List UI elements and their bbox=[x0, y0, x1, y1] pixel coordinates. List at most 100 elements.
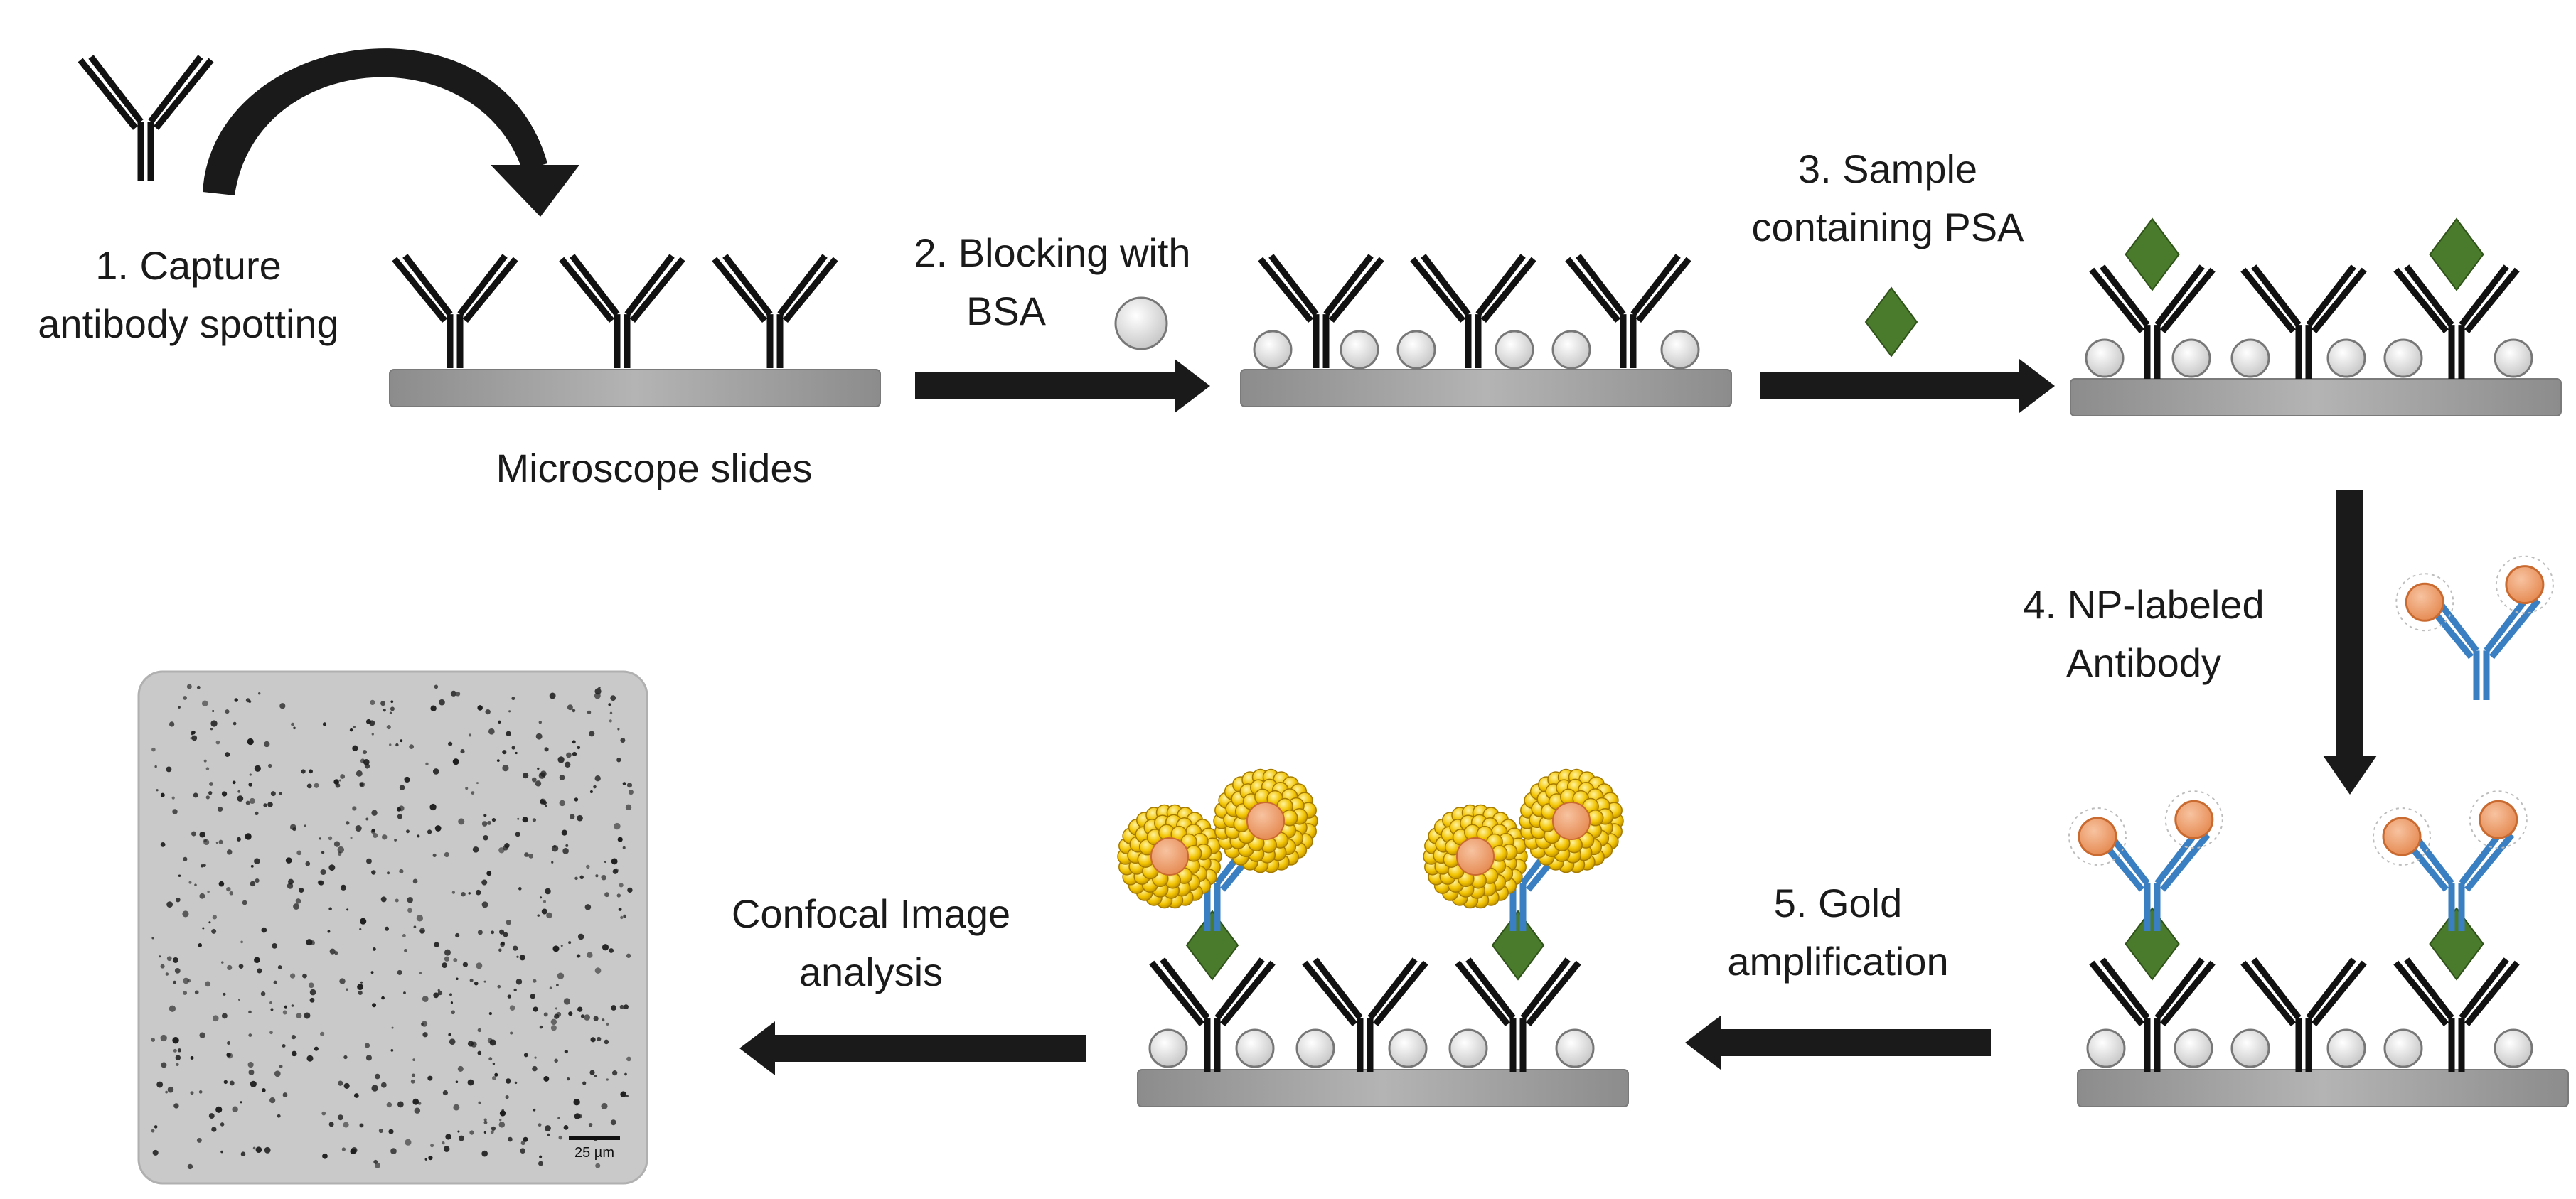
particle-dot bbox=[254, 858, 260, 864]
step5-line1: 5. Gold bbox=[1773, 881, 1903, 925]
particle-dot bbox=[174, 968, 181, 974]
capture-antibody-icon bbox=[2089, 957, 2216, 1072]
particle-dot bbox=[386, 725, 391, 730]
particle-dot bbox=[151, 1129, 155, 1133]
particle-dot bbox=[232, 1106, 238, 1112]
bsa-icon bbox=[2383, 338, 2423, 378]
arrow-step4 bbox=[2323, 490, 2377, 795]
particle-dot bbox=[535, 780, 542, 787]
bsa-icon bbox=[2494, 1028, 2533, 1068]
particle-dot bbox=[190, 1056, 194, 1060]
particle-dot bbox=[399, 785, 405, 790]
particle-dot bbox=[611, 858, 618, 865]
particle-dot bbox=[237, 795, 244, 802]
particle-dot bbox=[517, 817, 520, 820]
particle-dot bbox=[282, 1092, 288, 1097]
capture-antibody-icon bbox=[1410, 254, 1536, 368]
particle-dot bbox=[165, 972, 169, 976]
particle-dot bbox=[321, 1111, 326, 1116]
particle-dot bbox=[245, 800, 250, 805]
particle-dot bbox=[511, 746, 515, 750]
particle-dot bbox=[261, 927, 267, 933]
particle-dot bbox=[389, 711, 392, 714]
particle-dot bbox=[346, 988, 348, 991]
bsa-icon bbox=[2326, 338, 2366, 378]
particle-dot bbox=[419, 972, 422, 974]
bsa-icon bbox=[1551, 330, 1591, 370]
particle-dot bbox=[422, 996, 429, 1002]
particle-dot bbox=[352, 745, 358, 751]
particle-dot bbox=[572, 740, 576, 744]
particle-dot bbox=[626, 783, 633, 788]
particle-dot bbox=[337, 846, 345, 854]
particle-dot bbox=[341, 1147, 346, 1151]
particle-dot bbox=[594, 967, 602, 974]
bsa-legend-icon bbox=[1114, 296, 1168, 350]
particle-dot bbox=[309, 769, 313, 774]
particle-dot bbox=[183, 856, 188, 861]
particle-dot bbox=[549, 692, 556, 699]
particle-dot bbox=[255, 878, 260, 883]
bsa-icon bbox=[1388, 1028, 1428, 1068]
particle-dot bbox=[203, 839, 210, 846]
particle-dot bbox=[247, 1061, 254, 1068]
particle-dot bbox=[533, 1006, 538, 1012]
particle-dot bbox=[394, 839, 397, 842]
gold-nanocluster-icon bbox=[1519, 768, 1624, 873]
particle-dot bbox=[380, 701, 386, 706]
particle-dot bbox=[539, 896, 543, 899]
particle-dot bbox=[507, 994, 512, 999]
particle-dot bbox=[538, 1161, 543, 1166]
particle-dot bbox=[481, 901, 488, 908]
particle-dot bbox=[319, 880, 324, 886]
particle-dot bbox=[237, 790, 241, 793]
microscope-slide bbox=[2070, 378, 2562, 416]
particle-dot bbox=[334, 951, 338, 955]
particle-dot bbox=[176, 1063, 179, 1066]
slide-caption: Microscope slides bbox=[441, 439, 867, 498]
particle-dot bbox=[427, 1075, 433, 1081]
particle-dot bbox=[558, 1135, 563, 1140]
particle-dot bbox=[172, 809, 178, 814]
particle-dot bbox=[250, 881, 256, 887]
particle-dot bbox=[360, 918, 367, 925]
particle-dot bbox=[612, 869, 619, 874]
particle-dot bbox=[469, 978, 474, 982]
particle-dot bbox=[289, 824, 296, 831]
particle-dot bbox=[461, 891, 466, 897]
capture-antibody-icon bbox=[1455, 957, 1581, 1072]
particle-dot bbox=[539, 1155, 543, 1158]
particle-dot bbox=[617, 837, 623, 842]
capture-antibody-icon bbox=[2089, 264, 2216, 379]
particle-dot bbox=[395, 898, 399, 903]
step5-line2: amplification bbox=[1727, 939, 1949, 984]
scale-bar-label: 25 µm bbox=[574, 1145, 614, 1161]
particle-dot bbox=[561, 829, 567, 836]
particle-dot bbox=[355, 825, 362, 832]
particle-dot bbox=[407, 908, 412, 913]
particle-dot bbox=[488, 1057, 493, 1061]
particle-dot bbox=[538, 1123, 542, 1127]
particle-dot bbox=[552, 945, 560, 952]
particle-dot bbox=[177, 1048, 182, 1053]
bsa-icon bbox=[1148, 1028, 1188, 1068]
particle-dot bbox=[578, 1114, 582, 1119]
psa-icon bbox=[2429, 217, 2484, 291]
particle-dot bbox=[432, 853, 437, 857]
particle-dot bbox=[543, 900, 547, 903]
particle-dot bbox=[285, 857, 292, 864]
particle-dot bbox=[556, 984, 559, 986]
particle-dot bbox=[442, 1141, 445, 1145]
step2-label: 2. Blocking with BSA bbox=[875, 224, 1230, 340]
particle-dot bbox=[211, 1127, 217, 1132]
particle-dot bbox=[582, 1081, 587, 1085]
particle-dot bbox=[233, 721, 237, 726]
particle-dot bbox=[533, 979, 537, 983]
bsa-icon bbox=[2171, 338, 2211, 378]
particle-dot bbox=[545, 1125, 551, 1131]
particle-dot bbox=[215, 740, 220, 745]
particle-dot bbox=[282, 1010, 287, 1015]
particle-dot bbox=[328, 907, 332, 911]
particle-dot bbox=[414, 1107, 421, 1114]
particle-dot bbox=[595, 874, 599, 878]
